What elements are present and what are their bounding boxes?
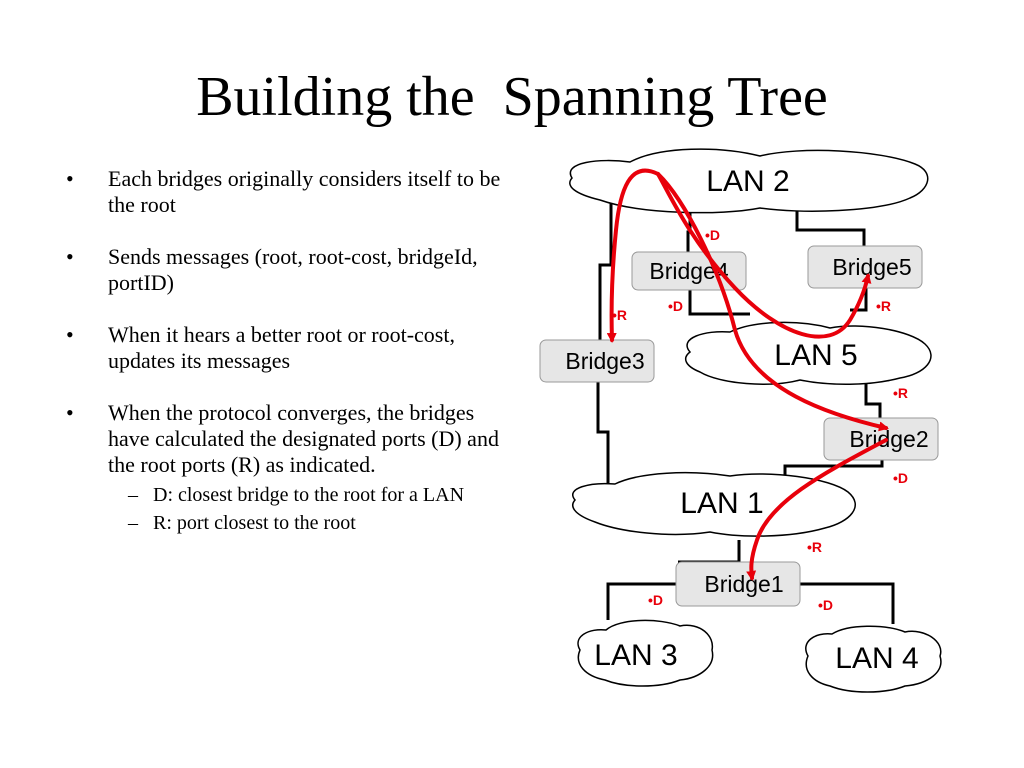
lan3-label: LAN 3 xyxy=(594,639,677,672)
bullet-text: When the protocol converges, the bridges… xyxy=(108,400,499,477)
port-b1-right: •D xyxy=(818,597,833,613)
lan4-cloud: LAN 4 xyxy=(805,625,942,693)
lan2-label: LAN 2 xyxy=(706,165,789,198)
bullet-marker: • xyxy=(66,400,74,425)
bullet-item: • Sends messages (root, root-cost, bridg… xyxy=(66,244,506,296)
bridge3-label: Bridge3 xyxy=(565,348,644,374)
bullet-marker: • xyxy=(66,244,74,269)
bullet-marker: • xyxy=(66,322,74,347)
bridge1-box: Bridge1 xyxy=(675,561,801,607)
lan4-label: LAN 4 xyxy=(835,642,918,675)
port-b4-bottom: •D xyxy=(668,298,683,314)
bridge5-label: Bridge5 xyxy=(832,254,911,280)
link-bridge3-lan1 xyxy=(596,382,610,490)
arrow-bridge2-to-bridge1 xyxy=(746,438,888,581)
bridge2-label: Bridge2 xyxy=(849,426,928,452)
sub-bullet-text: R: port closest to the root xyxy=(153,512,356,534)
bullet-text: When it hears a better root or root-cost… xyxy=(108,322,455,373)
link-lan5-bridge2 xyxy=(864,378,882,420)
lan2-cloud: LAN 2 xyxy=(569,148,929,214)
arrow-lan2-to-bridge3 xyxy=(606,168,660,343)
lan5-cloud: LAN 5 xyxy=(684,321,932,386)
bullet-item: • When it hears a better root or root-co… xyxy=(66,322,506,374)
sub-bullet-marker: – xyxy=(128,484,138,506)
arrow-lan2-to-bridge2 xyxy=(656,172,889,432)
port-b1-top: •R xyxy=(807,539,822,555)
link-lan2-bridge3 xyxy=(598,200,613,347)
bullet-item: • Each bridges originally considers itse… xyxy=(66,166,506,218)
lan3-cloud: LAN 3 xyxy=(577,619,714,687)
link-bridge2-lan1 xyxy=(783,460,884,482)
slide-title: Building the Spanning Tree xyxy=(196,66,828,128)
bullet-text: Each bridges originally considers itself… xyxy=(108,166,501,217)
lan5-label: LAN 5 xyxy=(774,339,857,372)
port-b3-top: •R xyxy=(612,307,627,323)
lan1-cloud: LAN 1 xyxy=(572,471,856,537)
port-b5-bottom: •R xyxy=(876,298,891,314)
port-b4-top: •D xyxy=(705,227,720,243)
lan1-label: LAN 1 xyxy=(680,487,763,520)
port-b2-bottom: •D xyxy=(893,470,908,486)
sub-bullet-item: – D: closest bridge to the root for a LA… xyxy=(66,484,506,506)
sub-bullet-item: – R: port closest to the root xyxy=(66,512,506,534)
bridge3-box: Bridge3 xyxy=(539,339,655,383)
port-b1-left: •D xyxy=(648,592,663,608)
bridge5-box: Bridge5 xyxy=(807,245,923,289)
sub-bullet-marker: – xyxy=(128,512,138,534)
link-lan2-bridge5 xyxy=(795,210,866,248)
bridge2-box: Bridge2 xyxy=(823,417,939,461)
bullet-marker: • xyxy=(66,166,74,191)
link-bridge1-lan4 xyxy=(800,582,895,624)
link-bridge1-lan3 xyxy=(606,582,676,620)
port-labels: •D •D •R •R •R •D •R •D •D xyxy=(612,227,908,613)
arrow-lan2-to-bridge5 xyxy=(656,172,872,339)
bullet-item: • When the protocol converges, the bridg… xyxy=(66,400,506,478)
bullet-text: Sends messages (root, root-cost, bridgeI… xyxy=(108,244,478,295)
bullet-list: • Each bridges originally considers itse… xyxy=(66,166,506,534)
link-lan1-bridge1 xyxy=(678,540,741,564)
sub-bullet-text: D: closest bridge to the root for a LAN xyxy=(153,484,465,506)
port-b2-top: •R xyxy=(893,385,908,401)
root-path-arrows xyxy=(606,168,889,581)
bridge1-label: Bridge1 xyxy=(704,571,783,597)
